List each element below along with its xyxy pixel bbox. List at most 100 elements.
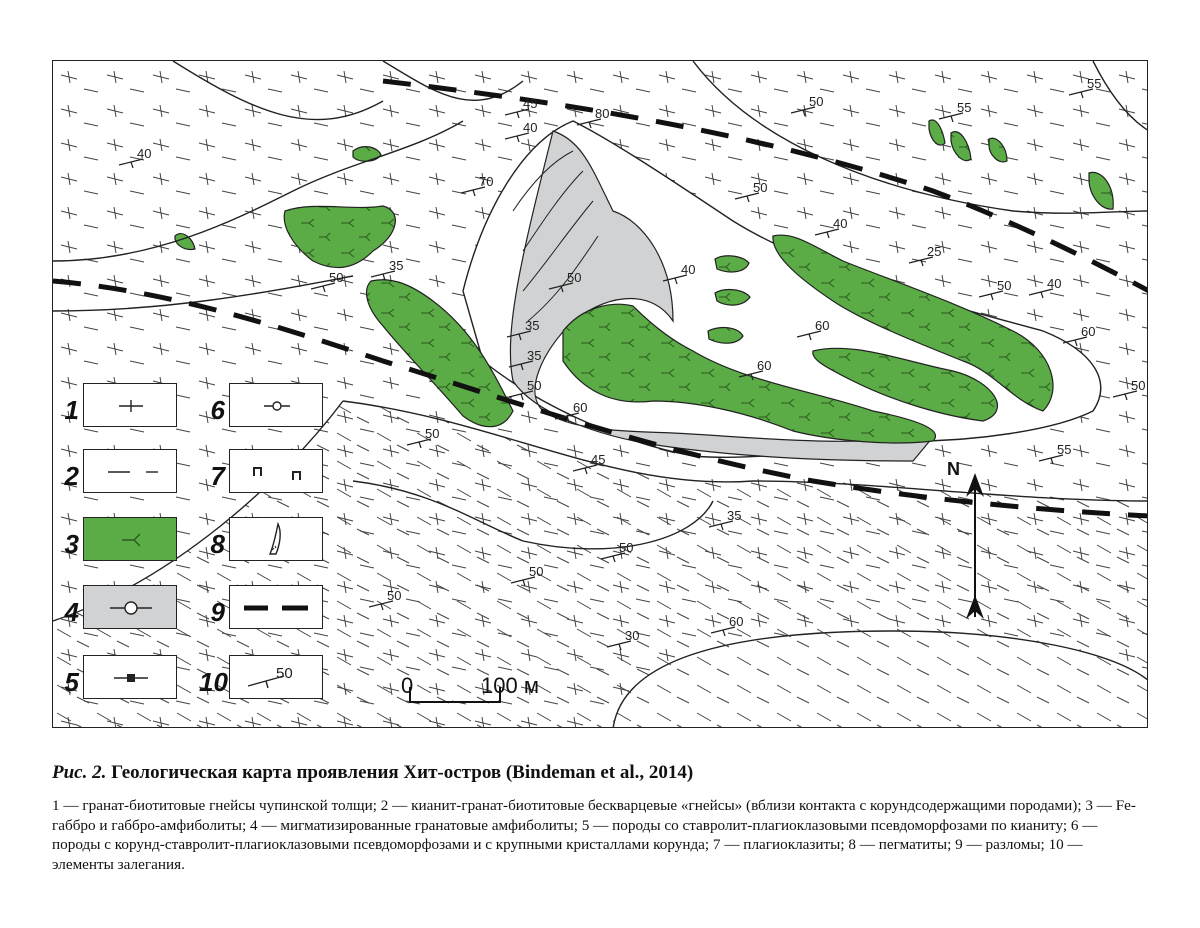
dip-symbol: 50: [310, 270, 343, 293]
dip-symbol: 55: [938, 100, 971, 123]
dip-symbol: 60: [1062, 324, 1095, 347]
dip-value: 50: [527, 378, 541, 393]
dip-symbol: 40: [1028, 276, 1061, 299]
dip-symbol: 60: [738, 358, 771, 381]
legend-num-3: 3: [64, 529, 79, 559]
dip-value: 50: [753, 180, 767, 195]
legend-num-6: 6: [210, 395, 225, 425]
legend-box-7: [229, 449, 323, 493]
dip-value: 40: [523, 120, 537, 135]
dip-value: 55: [957, 100, 971, 115]
north-label: N: [947, 459, 960, 479]
dip-value: 80: [595, 106, 609, 121]
dip-value: 45: [523, 96, 537, 111]
dip-symbol: 60: [554, 400, 587, 423]
core-structures: [512, 150, 599, 322]
dip-symbol: 50: [406, 426, 439, 449]
dip-value: 50: [567, 270, 581, 285]
legend-num-2: 2: [64, 461, 79, 491]
dip-symbol: 55: [1068, 76, 1101, 99]
dip-symbol: 70: [460, 174, 493, 197]
dip-value: 55: [1057, 442, 1071, 457]
scale-zero: 0: [401, 673, 414, 698]
dip-value: 70: [479, 174, 493, 189]
scale-tick-right: [499, 687, 501, 703]
legend-box-8: [229, 517, 323, 561]
dip-value: 50: [529, 564, 543, 579]
legend-num-7: 7: [210, 461, 225, 491]
legend-num-9: 9: [210, 597, 225, 627]
dip-value: 50: [809, 94, 823, 109]
dip-value: 30: [625, 628, 639, 643]
dip-symbol: 30: [606, 628, 639, 651]
dip-value: 40: [137, 146, 151, 161]
legend-num-8: 8: [210, 529, 225, 559]
dip-symbol: 40: [118, 146, 151, 169]
dip-symbol: 50: [790, 94, 823, 117]
dip-symbol: 50: [734, 180, 767, 203]
dip-value: 60: [729, 614, 743, 629]
dip-symbol: 50: [508, 378, 541, 401]
dip-symbol: 60: [796, 318, 829, 341]
dip-symbol: 45: [572, 452, 605, 475]
dip-value: 40: [681, 262, 695, 277]
dip-value: 50: [619, 540, 633, 555]
dip-symbol: 80: [576, 106, 609, 129]
dip-value: 55: [1087, 76, 1101, 91]
legend-box-9: [229, 585, 323, 629]
legend-num-10: 10: [199, 667, 228, 697]
legend-box-5: [83, 655, 177, 699]
legend-num-4: 4: [64, 597, 79, 627]
dip-value: 35: [525, 318, 539, 333]
dip-symbol: 40: [814, 216, 847, 239]
dip-symbol: 60: [710, 614, 743, 637]
figure-title: Геологическая карта проявления Хит‑остро…: [111, 762, 694, 783]
legend-box-1: [83, 383, 177, 427]
legend-dip-label: 50: [276, 665, 293, 682]
grey-amphibolite: [509, 130, 935, 462]
dip-symbol: 40: [662, 262, 695, 285]
dip-symbol: 25: [908, 244, 941, 267]
faults: [53, 78, 1147, 519]
dip-value: 35: [527, 348, 541, 363]
north-arrow-icon: [957, 467, 993, 632]
legend-num-5: 5: [64, 667, 79, 697]
dip-symbol: 50: [600, 540, 633, 563]
dip-symbol: 40: [504, 120, 537, 143]
legend-box-2: [83, 449, 177, 493]
dip-symbol: 35: [506, 318, 539, 341]
gabbro-bodies: [174, 119, 1114, 444]
dip-value: 60: [757, 358, 771, 373]
dip-value: 50: [329, 270, 343, 285]
legend-box-10: 50: [229, 655, 323, 699]
dip-value: 40: [833, 216, 847, 231]
dip-symbol: 50: [368, 588, 401, 611]
dip-symbol: 55: [1038, 442, 1071, 465]
dip-value: 50: [997, 278, 1011, 293]
dip-value: 45: [591, 452, 605, 467]
legend-box-6: [229, 383, 323, 427]
scale-bar: [411, 697, 501, 703]
dip-symbol: 35: [508, 348, 541, 371]
dip-value: 60: [573, 400, 587, 415]
dip-value: 50: [425, 426, 439, 441]
dip-symbol: 50: [1112, 378, 1145, 401]
figure-caption: Рис. 2. Геологическая карта проявления Х…: [52, 762, 1152, 784]
dip-value: 35: [727, 508, 741, 523]
scale-distance: 100 м: [481, 673, 539, 698]
dip-symbol: 50: [510, 564, 543, 587]
dip-value: 25: [927, 244, 941, 259]
dip-symbol: 45: [504, 96, 537, 119]
scale-tick-left: [409, 687, 411, 703]
dip-symbol: 50: [978, 278, 1011, 301]
dip-symbol: 50: [548, 270, 581, 293]
dip-value: 50: [1131, 378, 1145, 393]
legend-num-1: 1: [64, 395, 79, 425]
southeast-lens-fill: [613, 631, 1147, 727]
dip-value: 40: [1047, 276, 1061, 291]
figure-number: Рис. 2.: [52, 762, 107, 783]
dip-symbol: 35: [370, 258, 403, 281]
dip-value: 35: [389, 258, 403, 273]
